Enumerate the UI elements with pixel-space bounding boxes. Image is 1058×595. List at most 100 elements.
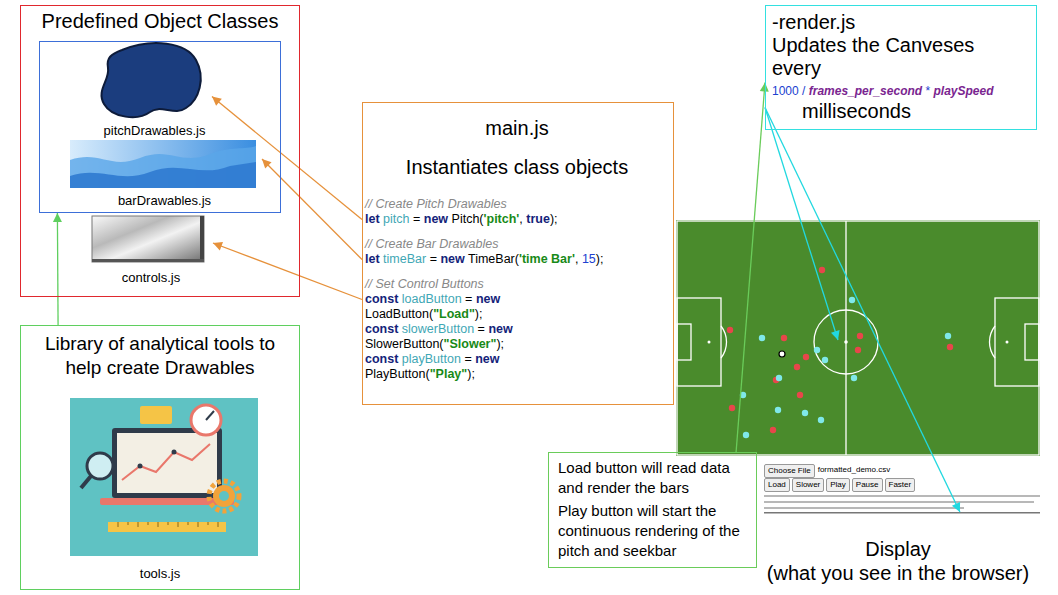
code-comment: // Create Bar Drawables xyxy=(365,237,669,252)
code-token: TimeBar xyxy=(468,252,515,266)
pitch-canvas-part xyxy=(844,340,848,344)
module-group-box: Predefined Object Classes pitchDrawables.… xyxy=(20,5,300,297)
code-token: PlayButton xyxy=(365,367,425,381)
file-label: tools.js xyxy=(27,566,293,583)
code-token xyxy=(426,252,429,266)
main-js-box: main.jsInstantiates class objects// Crea… xyxy=(362,102,674,405)
connector xyxy=(213,242,362,300)
pitch-canvas-part-part xyxy=(802,410,808,416)
code-token: ( xyxy=(429,307,433,321)
controls-icon-part xyxy=(92,216,204,262)
code-token: = xyxy=(430,252,437,266)
pitch-canvas-part xyxy=(779,351,785,357)
button-label: Choose File xyxy=(768,466,811,476)
code-token xyxy=(448,212,451,226)
analytics-tools-illustration-part xyxy=(206,411,214,420)
arrowhead xyxy=(213,242,223,250)
pitch-canvas-part-part xyxy=(794,364,800,370)
code-token: / xyxy=(802,84,805,98)
controls-icon-part xyxy=(92,259,204,262)
code-token: new xyxy=(476,292,500,306)
code-token xyxy=(461,352,464,366)
pitch-canvas-part-part xyxy=(989,326,995,358)
player-list-lines xyxy=(764,495,1040,514)
code-token: , xyxy=(519,212,522,226)
bars-icon-part xyxy=(70,146,256,188)
player-list-lines-part xyxy=(764,501,1034,503)
drawables-group-box: pitchDrawables.js barDrawables.js xyxy=(39,41,281,213)
analytics-tools-illustration-part xyxy=(138,464,143,469)
callout-box: Load button will read data and render th… xyxy=(548,452,757,568)
pitch-canvas-part-part xyxy=(677,298,721,386)
box-caption: Instantiates class objects xyxy=(365,156,669,179)
code-token: ); xyxy=(496,337,504,351)
ui-button: Choose File xyxy=(764,464,815,478)
pitch-canvas-part-part xyxy=(721,326,727,358)
group-title: Predefined Object Classes xyxy=(21,6,299,33)
code-token: ( xyxy=(515,252,519,266)
analytics-tools-illustration xyxy=(70,398,258,556)
code-line: const loadButton = new LoadButton("Load"… xyxy=(365,292,550,322)
analytics-tools-illustration-part xyxy=(172,450,177,455)
pitch-canvas-part-part xyxy=(770,427,776,433)
connector-line xyxy=(765,108,960,513)
code-token: let xyxy=(365,212,380,226)
pitch-canvas-part-part xyxy=(775,407,781,413)
code-token xyxy=(409,212,412,226)
code-token: new xyxy=(488,322,512,336)
code-comment: // Set Control Buttons xyxy=(365,277,669,292)
pitch-canvas-part-part xyxy=(814,310,878,374)
code-token xyxy=(398,322,401,336)
button-label: Load xyxy=(768,480,786,490)
pitch-canvas-part xyxy=(740,297,951,438)
pitch-canvas-part-part xyxy=(849,297,855,303)
code-token: frames_per_second xyxy=(809,84,922,98)
pitch-canvas-part-part xyxy=(995,298,1039,386)
code-token: 1000 xyxy=(772,84,799,98)
code-token xyxy=(380,212,383,226)
pitch-canvas-part-part xyxy=(1025,324,1039,360)
code-token xyxy=(922,84,925,98)
code-token: 'time Bar' xyxy=(519,252,575,266)
pitch-blob-icon xyxy=(102,43,201,117)
file-label: barDrawables.js xyxy=(67,193,262,208)
code-token: ); xyxy=(475,307,483,321)
pitch-canvas-part-part xyxy=(743,432,749,438)
code-token: ( xyxy=(479,212,483,226)
connector-line xyxy=(57,213,59,325)
arrowhead xyxy=(952,502,960,512)
controls-icon-part xyxy=(200,216,204,262)
display-subtitle: (what you see in the browser) xyxy=(738,562,1058,585)
analytics-tools-illustration-part xyxy=(117,433,217,493)
code-token: timeBar xyxy=(383,252,426,266)
pitch-canvas-part-part xyxy=(851,375,857,381)
analytics-tools-illustration-part xyxy=(108,522,226,532)
arrowhead xyxy=(212,97,222,106)
pitch-canvas-part-part xyxy=(945,333,951,339)
pitch-canvas-part-part xyxy=(822,357,828,363)
arrowhead xyxy=(831,330,840,340)
callout-text: Play button will start the continuous re… xyxy=(558,501,747,562)
code-token: 'pitch' xyxy=(484,212,520,226)
pitch-canvas-part xyxy=(708,341,711,344)
code-token: "Slower" xyxy=(444,337,497,351)
connector-line xyxy=(765,108,838,341)
connector xyxy=(765,108,840,341)
file-title: -render.js xyxy=(772,11,1030,34)
code-token: = xyxy=(413,212,420,226)
code-token: , xyxy=(575,252,578,266)
code-token xyxy=(578,252,581,266)
player-list-lines-part xyxy=(764,512,1040,514)
code-token: pitch xyxy=(383,212,409,226)
code-token: SlowerButton xyxy=(365,337,439,351)
code-token: LoadButton xyxy=(365,307,429,321)
file-label: pitchDrawables.js xyxy=(97,123,212,138)
bar-drawables-item: barDrawables.js xyxy=(67,138,262,208)
analytics-tools-illustration-part xyxy=(219,491,229,501)
code-token: "Play" xyxy=(430,367,468,381)
code-token: const xyxy=(365,322,398,336)
analytics-tools-illustration-part xyxy=(191,405,221,435)
formula: 1000 / frames_per_second * playSpeed xyxy=(772,82,1030,100)
analytics-tools-illustration-part xyxy=(209,481,239,511)
